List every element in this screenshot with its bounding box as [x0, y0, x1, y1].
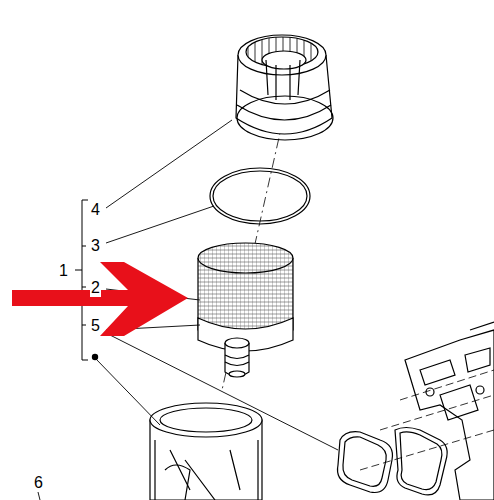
callout-number: 4 [90, 201, 101, 219]
callout-number: 5 [90, 317, 101, 335]
callout-number: 6 [33, 474, 44, 492]
callout-number: 2 [90, 279, 101, 297]
callout-number: 3 [90, 237, 101, 255]
callout-number: 1 [58, 262, 69, 280]
